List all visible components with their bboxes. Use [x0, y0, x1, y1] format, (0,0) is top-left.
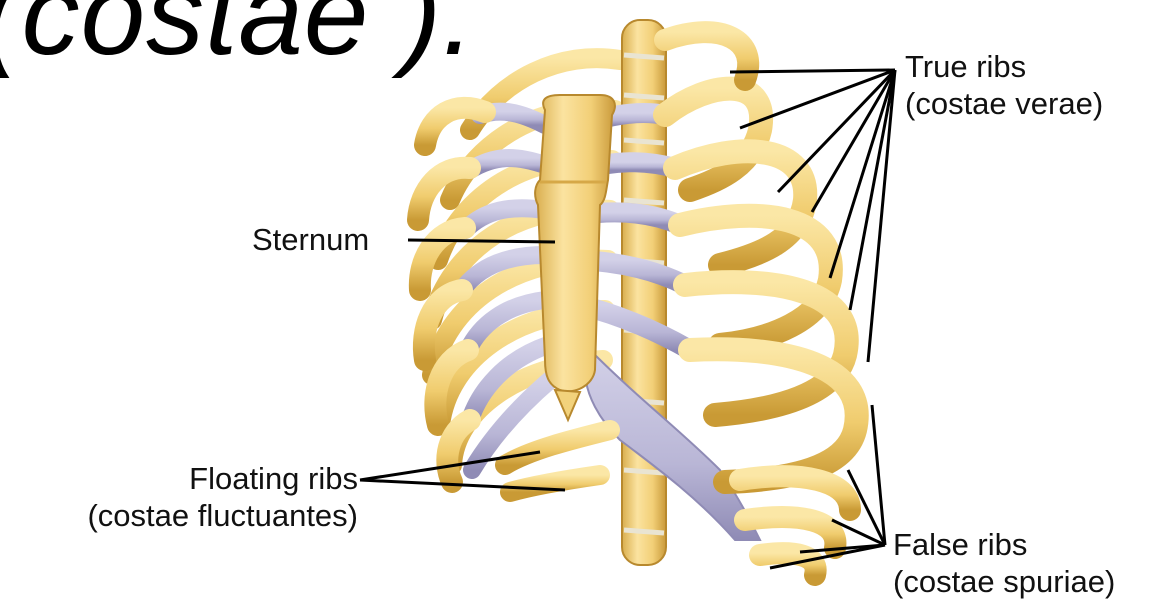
label-true-ribs-name: True ribs — [905, 48, 1103, 85]
label-true-ribs-latin: (costae verae) — [905, 85, 1103, 122]
front-ribs-right — [665, 89, 857, 482]
label-floating-ribs-name: Floating ribs — [8, 460, 358, 497]
label-floating-ribs: Floating ribs (costae fluctuantes) — [8, 460, 358, 534]
vertebral-column — [622, 20, 666, 565]
true-ribs-leader — [730, 70, 895, 72]
label-false-ribs: False ribs (costae spuriae) — [893, 526, 1115, 600]
label-true-ribs: True ribs (costae verae) — [905, 48, 1103, 122]
floating-ribs-shapes — [505, 430, 610, 492]
costal-margin-cartilage — [585, 350, 760, 540]
label-sternum: Sternum — [252, 221, 369, 258]
sternum-leader — [408, 240, 555, 242]
label-floating-ribs-latin: (costae fluctuantes) — [8, 497, 358, 534]
label-sternum-name: Sternum — [252, 221, 369, 258]
label-false-ribs-name: False ribs — [893, 526, 1115, 563]
label-false-ribs-latin: (costae spuriae) — [893, 563, 1115, 600]
